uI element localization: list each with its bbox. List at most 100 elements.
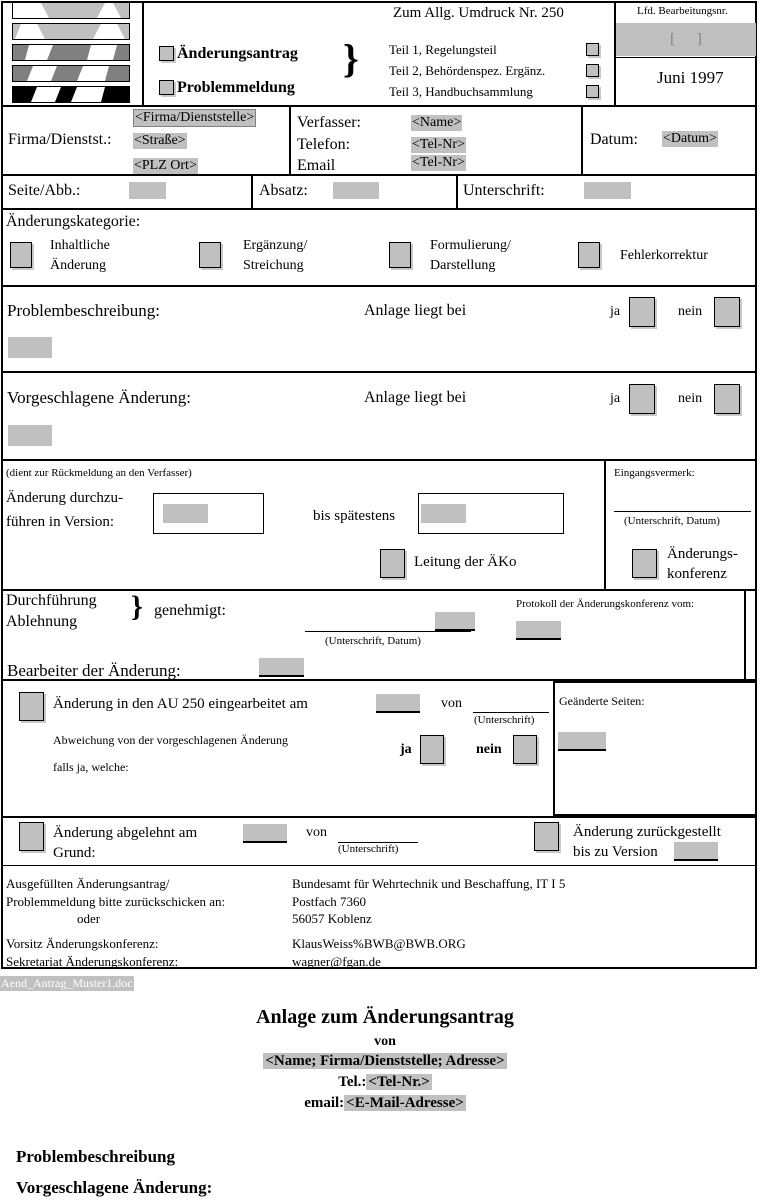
attachment-email-value[interactable]: <E-Mail-Adresse> (344, 1095, 466, 1111)
value-datum[interactable]: <Datum> (662, 131, 718, 147)
checkbox-zurueckgestellt[interactable] (534, 822, 559, 851)
attachment-name-value[interactable]: <Name; Firma/Dienststelle; Adresse> (263, 1053, 507, 1069)
attachment-tel-value[interactable]: <Tel-Nr.> (366, 1074, 432, 1090)
attachment-section-proposal: Vorgeschlagene Änderung: (16, 1178, 213, 1197)
label-eingearbeitet: Änderung in den AU 250 eingearbeitet am (53, 696, 308, 712)
label-abweichung-nein: nein (476, 742, 502, 757)
label-ako-leitung: Leitung der ÄKo (414, 554, 517, 570)
field-seite-abb[interactable] (129, 182, 166, 199)
divider-serial-left (614, 1, 616, 105)
checkbox-problem-attachment-no[interactable] (714, 297, 740, 327)
checkbox-category-formulierung[interactable] (389, 242, 411, 268)
serial-date: Juni 1997 (657, 68, 724, 87)
logo-bar-2-icon (13, 24, 129, 39)
label-category-formulierung-line2: Darstellung (430, 258, 496, 273)
divider-sender-author (289, 105, 291, 174)
checkbox-teil-3[interactable] (586, 85, 599, 98)
label-unterschrift: Unterschrift: (463, 182, 545, 199)
logo-bar-5-icon (13, 87, 129, 102)
checkbox-abgelehnt[interactable] (19, 822, 44, 851)
label-geaenderte-seiten: Geänderte Seiten: (559, 694, 645, 708)
version-label-line1: Änderung durchzu- (6, 490, 124, 506)
field-absatz[interactable] (333, 182, 379, 199)
proposal-yes-label: ja (610, 391, 621, 406)
divider-feedback-right (604, 459, 606, 589)
label-telefon: Telefon: (297, 136, 351, 153)
checkbox-abweichung-nein[interactable] (513, 735, 537, 764)
divider-logo-right (142, 1, 144, 105)
label-category-ergaenzung-line2: Streichung (243, 258, 304, 273)
label-absatz: Absatz: (259, 182, 308, 199)
address-line3: 56057 Koblenz (292, 911, 372, 926)
approval-brace: } (131, 590, 143, 623)
field-unterschrift[interactable] (584, 182, 631, 199)
value-vorsitz-email[interactable]: KlausWeiss%BWB@BWB.ORG (292, 936, 466, 951)
field-eingearbeitet-datum[interactable] (376, 694, 420, 713)
checkbox-category-ergaenzung[interactable] (199, 242, 221, 268)
checkbox-problem-attachment-yes[interactable] (629, 297, 655, 327)
value-verfasser[interactable]: <Name> (411, 115, 463, 131)
label-category-inhaltliche-line2: Änderung (50, 258, 106, 273)
field-bearbeiter[interactable] (259, 658, 304, 677)
field-zurueckgestellt-version[interactable] (674, 842, 718, 861)
field-abgelehnt-datum[interactable] (243, 824, 287, 843)
value-sekretariat-email[interactable]: wagner@fgan.de (292, 954, 381, 969)
label-eingearbeitet-von: von (441, 696, 462, 711)
field-approval-signature[interactable] (435, 612, 475, 631)
label-abgelehnt: Änderung abgelehnt am (53, 825, 198, 841)
value-strasse[interactable]: <Straße> (133, 133, 187, 149)
label-genehmigt: genehmigt: (154, 602, 226, 619)
checkbox-aenderungsantrag[interactable] (159, 46, 174, 61)
checkbox-category-fehlerkorrektur[interactable] (578, 242, 600, 268)
receipt-signature-caption: (Unterschrift, Datum) (624, 515, 720, 527)
value-telefon[interactable]: <Tel-Nr> (411, 137, 466, 153)
label-abgelehnt-von: von (306, 825, 327, 840)
label-bearbeiter: Bearbeiter der Änderung: (7, 661, 181, 680)
field-protokoll-datum[interactable] (516, 621, 561, 640)
label-teil-3: Teil 3, Handbuchsammlung (389, 84, 533, 99)
label-verfasser: Verfasser: (297, 114, 361, 131)
checkbox-aenderungskonferenz[interactable] (632, 549, 657, 578)
attachment-name-line: <Name; Firma/Dienststelle; Adresse> (0, 1053, 770, 1070)
checkbox-teil-2[interactable] (586, 64, 599, 77)
checkbox-category-inhaltliche[interactable] (10, 242, 32, 268)
checkbox-ako-leitung[interactable] (380, 549, 405, 578)
label-email: Email (297, 157, 336, 174)
version-label-line2: führen in Version: (6, 514, 115, 530)
divider-proposal-bottom (1, 459, 757, 461)
value-plz-ort[interactable]: <PLZ Ort> (133, 158, 198, 174)
header-brace: } (343, 36, 359, 81)
field-proposal-description[interactable] (8, 425, 52, 446)
field-version[interactable] (163, 504, 208, 523)
label-return-line1: Ausgefüllten Änderungsantrag/ (6, 876, 170, 891)
checkbox-problemmeldung[interactable] (159, 80, 174, 95)
field-deadline[interactable] (421, 504, 466, 523)
processing-signature-line (473, 712, 549, 713)
label-teil-1: Teil 1, Regelungsteil (389, 42, 497, 57)
label-return-line2: Problemmeldung bitte zurückschicken an: (6, 894, 226, 909)
label-zurueckgestellt-line1: Änderung zurückgestellt (573, 824, 721, 840)
label-category-formulierung-line1: Formulierung/ (430, 238, 511, 253)
problem-yes-label: ja (610, 304, 621, 319)
field-problem-description[interactable] (8, 337, 52, 358)
checkbox-proposal-attachment-yes[interactable] (629, 384, 655, 414)
field-geaenderte-seiten[interactable] (558, 732, 606, 751)
label-aenderungskonferenz-line1: Änderungs- (667, 546, 738, 562)
label-durchfuehrung: Durchführung (6, 592, 97, 609)
checkbox-eingearbeitet[interactable] (19, 692, 44, 721)
problem-title: Problembeschreibung: (7, 301, 160, 320)
field-bearbeitungsnr[interactable]: [ ] (616, 23, 756, 56)
proposal-attachment-label: Anlage liegt bei (364, 389, 467, 406)
divider-serial-mid (616, 57, 756, 58)
label-problemmeldung: Problemmeldung (177, 79, 295, 96)
value-firma[interactable]: <Firma/Dienststelle> (133, 109, 257, 127)
checkbox-teil-1[interactable] (586, 43, 599, 56)
checkbox-proposal-attachment-no[interactable] (714, 384, 740, 414)
checkbox-abweichung-ja[interactable] (420, 735, 444, 764)
divider-approval-right (744, 589, 746, 679)
approval-signature-line (305, 631, 471, 632)
label-firma: Firma/Dienstst.: (8, 131, 112, 148)
value-email[interactable]: <Tel-Nr> (411, 155, 466, 171)
divider-ref-absatz (251, 174, 253, 208)
